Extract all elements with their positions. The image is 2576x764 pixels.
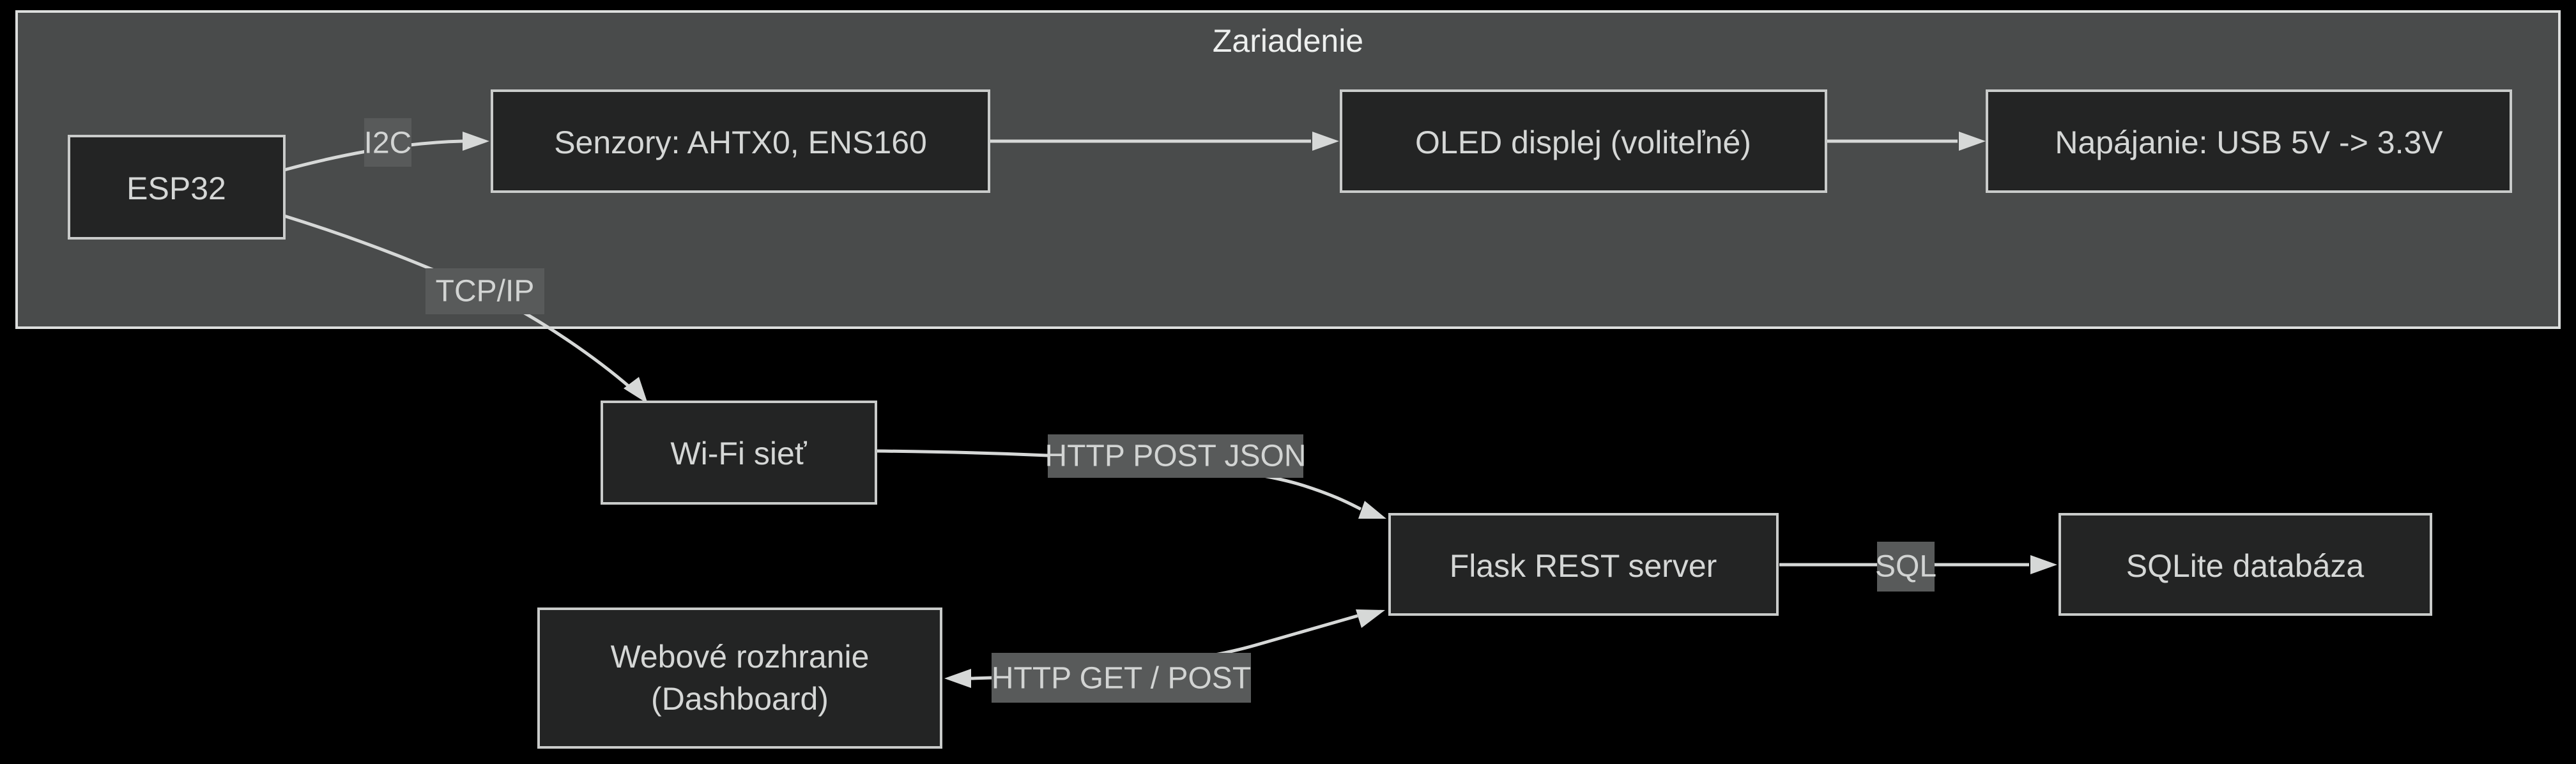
arrowhead-icon (944, 669, 971, 688)
edge-label-tcpip-bg (425, 268, 544, 314)
node-flask: Flask REST server (1388, 513, 1779, 616)
node-esp32-box (68, 135, 286, 240)
edge-label-http-get: HTTP GET / POST (992, 662, 1251, 696)
node-esp32-label: ESP32 (126, 171, 226, 206)
node-wifi-label: Wi-Fi sieť (670, 436, 807, 471)
arrowhead-icon (1312, 132, 1339, 151)
node-flask-label: Flask REST server (1450, 548, 1717, 584)
arrowhead-icon (1356, 609, 1385, 628)
edge-label-http-post: HTTP POST JSON (1045, 439, 1307, 473)
edge-label-sql: SQL (1875, 550, 1936, 584)
arrowhead-icon (2030, 555, 2057, 574)
nodes: ESP32 Senzory: AHTX0, ENS160 OLED disple… (68, 89, 2512, 749)
node-wifi: Wi-Fi sieť (601, 401, 877, 505)
node-napajanie-box (1986, 89, 2512, 193)
node-esp32: ESP32 (68, 135, 286, 240)
edge-label-tcpip: TCP/IP (436, 275, 535, 309)
node-sqlite: SQLite databáza (2058, 513, 2432, 616)
node-oled: OLED displej (voliteľné) (1340, 89, 1827, 193)
edge-label-sql-bg (1877, 542, 1935, 592)
node-oled-label: OLED displej (voliteľné) (1415, 125, 1751, 160)
edge-label-http-post-bg (1048, 434, 1303, 478)
node-web: Webové rozhranie (Dashboard) (537, 607, 942, 749)
edge-labels: I2C TCP/IP HTTP POST JSON SQL HTTP GET /… (364, 118, 1936, 703)
node-senzory-label: Senzory: AHTX0, ENS160 (554, 125, 927, 160)
node-flask-box (1388, 513, 1779, 616)
cluster-zariadenie-title: Zariadenie (1213, 23, 1363, 59)
node-napajanie: Napájanie: USB 5V -> 3.3V (1986, 89, 2512, 193)
arrowhead-icon (624, 377, 648, 404)
node-napajanie-label: Napájanie: USB 5V -> 3.3V (2055, 125, 2443, 160)
node-senzory: Senzory: AHTX0, ENS160 (491, 89, 990, 193)
node-web-label-line2: (Dashboard) (651, 681, 829, 717)
node-senzory-box (491, 89, 990, 193)
node-web-box (537, 607, 942, 749)
node-oled-box (1340, 89, 1827, 193)
arrowhead-icon (1959, 132, 1986, 151)
arrowhead-icon (463, 132, 489, 151)
edge-label-http-get-bg (992, 653, 1251, 703)
edge-label-i2c: I2C (364, 126, 412, 160)
node-sqlite-label: SQLite databáza (2126, 548, 2365, 584)
node-web-label-line1: Webové rozhranie (611, 639, 870, 675)
node-sqlite-box (2058, 513, 2432, 616)
node-wifi-box (601, 401, 877, 505)
edge-label-i2c-bg (364, 118, 411, 167)
arrowhead-icon (1358, 501, 1386, 519)
